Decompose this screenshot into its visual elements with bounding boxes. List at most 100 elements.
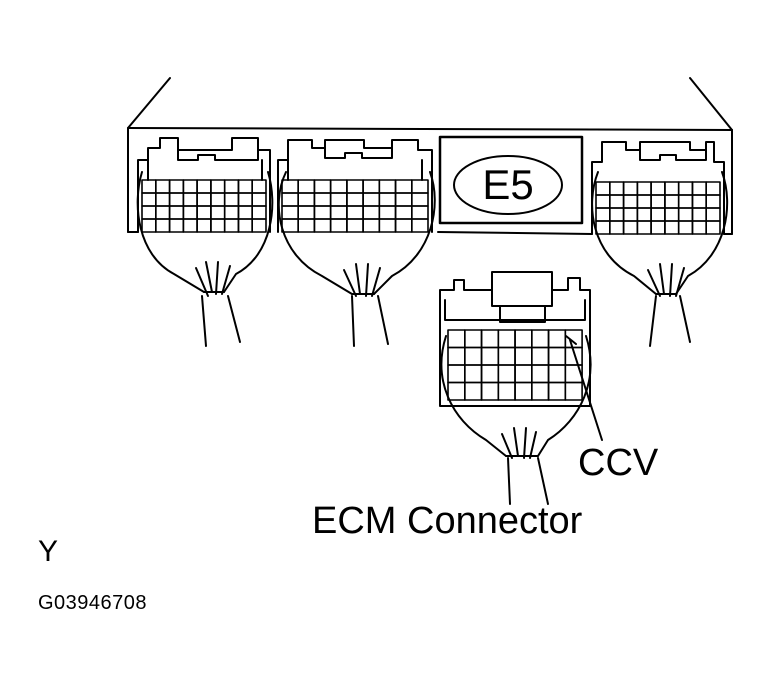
pin-cavity (691, 207, 708, 222)
pin-cavity (608, 181, 625, 196)
pin-cavity (168, 179, 185, 194)
pin-cavity (168, 192, 185, 207)
pin-cavity (346, 205, 364, 220)
pin-cavity (595, 194, 611, 209)
pin-cavity (410, 179, 429, 194)
pin-cavity (622, 220, 639, 235)
pin-cavity (463, 364, 483, 384)
pin-cavity (394, 205, 413, 220)
pin-cavity (378, 218, 397, 233)
ccv-terminal-label: CCV (578, 442, 659, 484)
pin-cavity (394, 179, 413, 194)
view-letter-label: Y (38, 535, 59, 568)
ccv-leader-line (569, 339, 603, 441)
pin-cavity (664, 207, 680, 222)
pin-cavity (237, 218, 253, 233)
pin-cavity (281, 192, 300, 207)
pin-cavity (636, 220, 652, 235)
pin-cavity (650, 194, 666, 209)
pin-cavity (530, 329, 550, 349)
e5-label-box (438, 135, 584, 225)
pin-cavity (595, 181, 611, 196)
pin-cavity (168, 218, 185, 233)
pin-cavity (297, 218, 316, 233)
pin-cavity (313, 192, 332, 207)
pin-cavity (223, 192, 240, 207)
pin-cavity (677, 207, 694, 222)
pin-cavity (530, 381, 550, 401)
ecm-housing (127, 77, 733, 235)
pin-cavity (514, 364, 533, 384)
pin-cavity (237, 205, 253, 220)
pin-cavity (480, 381, 500, 401)
pin-cavity (196, 179, 212, 194)
pin-cavity (346, 218, 364, 233)
pin-cavity (281, 179, 300, 194)
pin-cavity (497, 346, 516, 366)
pin-cavity (329, 192, 348, 207)
pin-cavity (677, 181, 694, 196)
pin-cavity (281, 205, 300, 220)
pin-cavity (141, 218, 157, 233)
pin-cavity (650, 207, 666, 222)
pin-cavity (237, 192, 253, 207)
pin-cavity (564, 329, 583, 349)
pin-cavity (650, 181, 666, 196)
figure-id-label: G03946708 (38, 592, 148, 614)
pin-cavity (705, 181, 721, 196)
pin-cavity (168, 205, 185, 220)
pin-cavity (463, 346, 483, 366)
connector-code-label: E5 (482, 161, 534, 208)
pin-cavity (547, 364, 567, 384)
pin-cavity (410, 205, 429, 220)
pin-cavity (447, 329, 466, 349)
pin-cavity (141, 179, 157, 194)
pin-cavity (691, 194, 708, 209)
pin-cavity (155, 179, 171, 194)
pin-cavity (547, 329, 567, 349)
pin-cavity (530, 346, 550, 366)
pin-cavity (564, 381, 583, 401)
pin-cavity (196, 192, 212, 207)
pin-cavity (251, 192, 267, 207)
pin-cavity (447, 381, 466, 401)
pin-cavity (378, 205, 397, 220)
pin-cavity (155, 218, 171, 233)
pin-cavity (223, 205, 240, 220)
pin-cavity (463, 381, 483, 401)
pin-cavity (650, 220, 666, 235)
pin-cavity (447, 364, 466, 384)
pin-cavity (497, 364, 516, 384)
connector-name-label: ECM Connector (312, 500, 583, 542)
pin-cavity (410, 192, 429, 207)
pin-cavity (378, 179, 397, 194)
pin-cavity (677, 220, 694, 235)
pin-cavity (497, 381, 516, 401)
pin-cavity (622, 207, 639, 222)
pin-cavity (155, 192, 171, 207)
pin-cavity (595, 220, 611, 235)
pin-cavity (514, 381, 533, 401)
pin-cavity (547, 346, 567, 366)
pin-cavity (514, 329, 533, 349)
pin-cavity (497, 329, 516, 349)
pin-cavity (313, 179, 332, 194)
pin-cavity (622, 181, 639, 196)
pin-cavity (410, 218, 429, 233)
pin-cavity (530, 364, 550, 384)
pin-cavity (346, 192, 364, 207)
pin-cavity (705, 220, 721, 235)
connector-left (136, 137, 274, 347)
pin-cavity (251, 218, 267, 233)
pin-cavity (705, 194, 721, 209)
pin-cavity (329, 179, 348, 194)
pin-cavity (636, 194, 652, 209)
pin-cavity (691, 181, 708, 196)
pin-cavity (182, 218, 198, 233)
ccv-pin-marker (565, 335, 577, 345)
pin-cavity (636, 207, 652, 222)
pin-cavity (251, 179, 267, 194)
pin-cavity (210, 218, 226, 233)
pin-cavity (210, 179, 226, 194)
